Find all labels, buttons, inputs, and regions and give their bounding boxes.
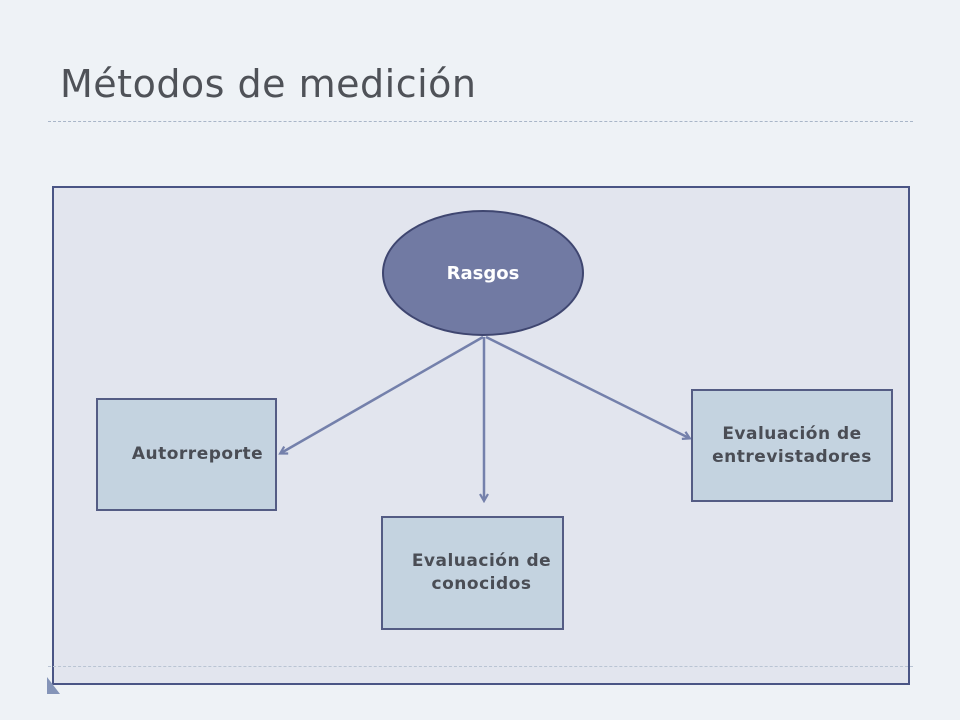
arrow-to-entrevistadores [485,335,689,438]
node-rasgos: Rasgos [382,210,584,336]
title-divider [48,121,913,122]
arrow-to-autorreporte [281,335,484,453]
node-evaluacion-entrevistadores-label: Evaluación de entrevistadores [712,423,872,467]
node-evaluacion-conocidos: Evaluación de conocidos [381,516,564,630]
footer-divider [48,666,913,667]
node-autorreporte-label: Autorreporte [131,444,264,465]
node-evaluacion-conocidos-label: Evaluación de conocidos [411,551,552,594]
node-evaluacion-entrevistadores: Evaluación de entrevistadores [691,389,893,502]
node-autorreporte: Autorreporte [96,398,277,511]
slide-title: Métodos de medición [60,62,477,106]
node-rasgos-label: Rasgos [446,262,520,284]
